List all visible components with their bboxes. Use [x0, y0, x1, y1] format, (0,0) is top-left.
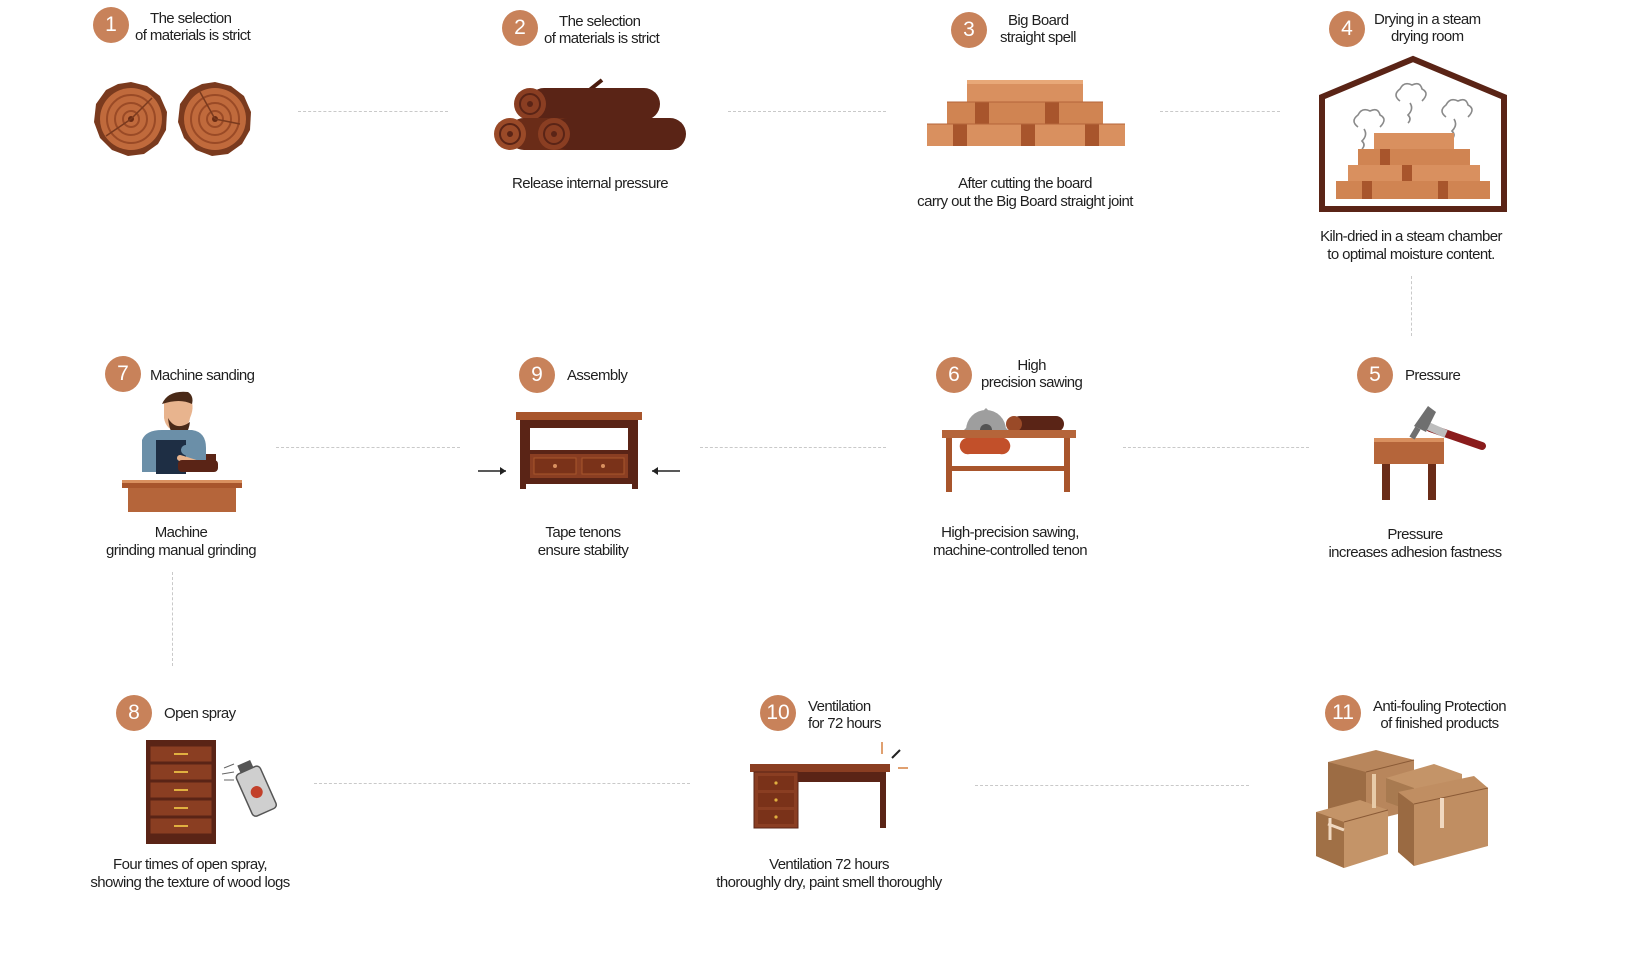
step-7-title: Machine sanding [150, 367, 255, 384]
step-1-badge: 1 [93, 7, 129, 43]
connector-7-8 [172, 572, 173, 666]
step-8-badge: 8 [116, 695, 152, 731]
step-2-caption: Release internal pressure [512, 175, 669, 192]
connector-6-9 [700, 447, 886, 448]
cardboard-boxes-icon [1316, 750, 1489, 868]
hammer-stool-icon [1374, 406, 1486, 500]
step-2-badge: 2 [502, 10, 538, 46]
step-8-caption: Four times of open spray,showing the tex… [90, 856, 290, 891]
step-5-title: Pressure [1405, 367, 1461, 384]
step-7-badge: 7 [105, 356, 141, 392]
step-9-title: Assembly [567, 367, 628, 384]
connector-9-7 [276, 447, 460, 448]
connector-8-10 [314, 783, 690, 784]
log-cross-section-icon [94, 82, 251, 156]
connector-5-6 [1123, 447, 1309, 448]
steam-drying-room-icon [1319, 55, 1507, 212]
step-8-title: Open spray [164, 705, 236, 722]
connector-1-2 [298, 111, 448, 112]
step-10-badge: 10 [760, 695, 796, 731]
step-9-badge: 9 [519, 357, 555, 393]
step-5-badge: 5 [1357, 357, 1393, 393]
step-4-badge: 4 [1329, 11, 1365, 47]
drawer-cabinet-spray-icon [146, 740, 278, 844]
stacked-boards-icon [927, 80, 1125, 146]
connector-10-11 [975, 785, 1249, 786]
step-6-caption: High-precision sawing,machine-controlled… [932, 524, 1088, 559]
table-saw-icon [942, 408, 1076, 492]
step-11-badge: 11 [1325, 695, 1361, 731]
step-3-badge: 3 [951, 12, 987, 48]
connector-3-4 [1160, 111, 1280, 112]
tv-cabinet-assembly-icon [478, 412, 680, 489]
carpenter-sanding-icon [122, 391, 242, 512]
step-6-badge: 6 [936, 357, 972, 393]
connector-4-5 [1411, 276, 1412, 336]
desk-ventilation-icon [750, 742, 908, 829]
connector-2-3 [728, 111, 886, 112]
log-pile-icon [494, 78, 686, 150]
